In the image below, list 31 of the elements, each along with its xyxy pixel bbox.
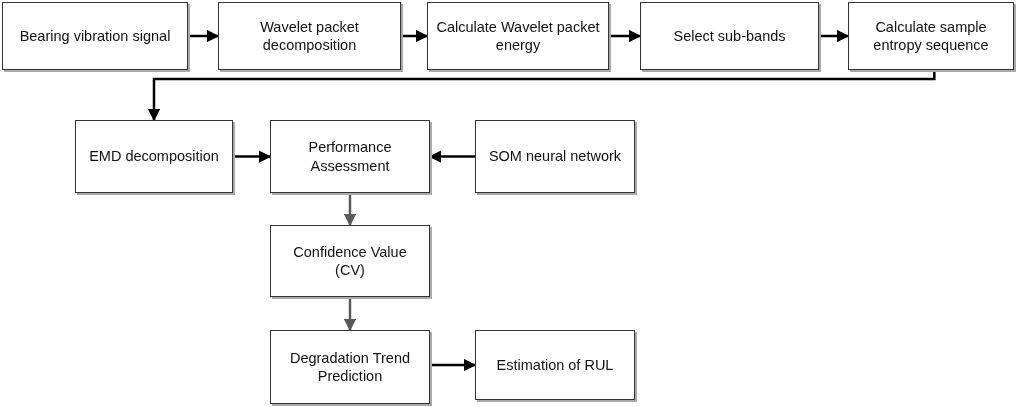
process-box: [75, 120, 233, 193]
arrow: [343, 193, 357, 227]
box-label: Select sub-bands: [673, 26, 786, 46]
box-label: Calculate Wavelet packet energy: [435, 17, 601, 55]
arrow: [609, 29, 642, 43]
arrow: [343, 297, 357, 332]
box-label: Calculate sample entropy sequence: [872, 17, 990, 55]
arrow: [430, 358, 477, 372]
box-label: Confidence Value (CV): [292, 242, 408, 280]
process-box: [218, 2, 401, 70]
box-label: Wavelet packet decomposition: [259, 17, 360, 55]
box-label: Performance Assessment: [307, 138, 393, 175]
process-box: [848, 2, 1014, 70]
process-box: [475, 120, 635, 193]
process-box: [270, 225, 430, 297]
process-box: [427, 2, 609, 70]
process-box: [270, 120, 430, 193]
arrow: [233, 150, 272, 163]
box-label: Estimation of RUL: [496, 355, 614, 375]
process-box: [270, 330, 430, 404]
box-label: Bearing vibration signal: [19, 26, 171, 46]
process-box: [2, 2, 188, 70]
box-label: SOM neural network: [488, 147, 622, 166]
arrow: [188, 29, 220, 43]
process-box: [475, 330, 635, 400]
arrow: [819, 29, 850, 43]
arrow: [401, 29, 429, 43]
box-label: Degradation Trend Prediction: [288, 348, 412, 386]
box-label: EMD decomposition: [89, 147, 219, 166]
process-box: [640, 2, 819, 70]
arrow: [147, 70, 936, 122]
